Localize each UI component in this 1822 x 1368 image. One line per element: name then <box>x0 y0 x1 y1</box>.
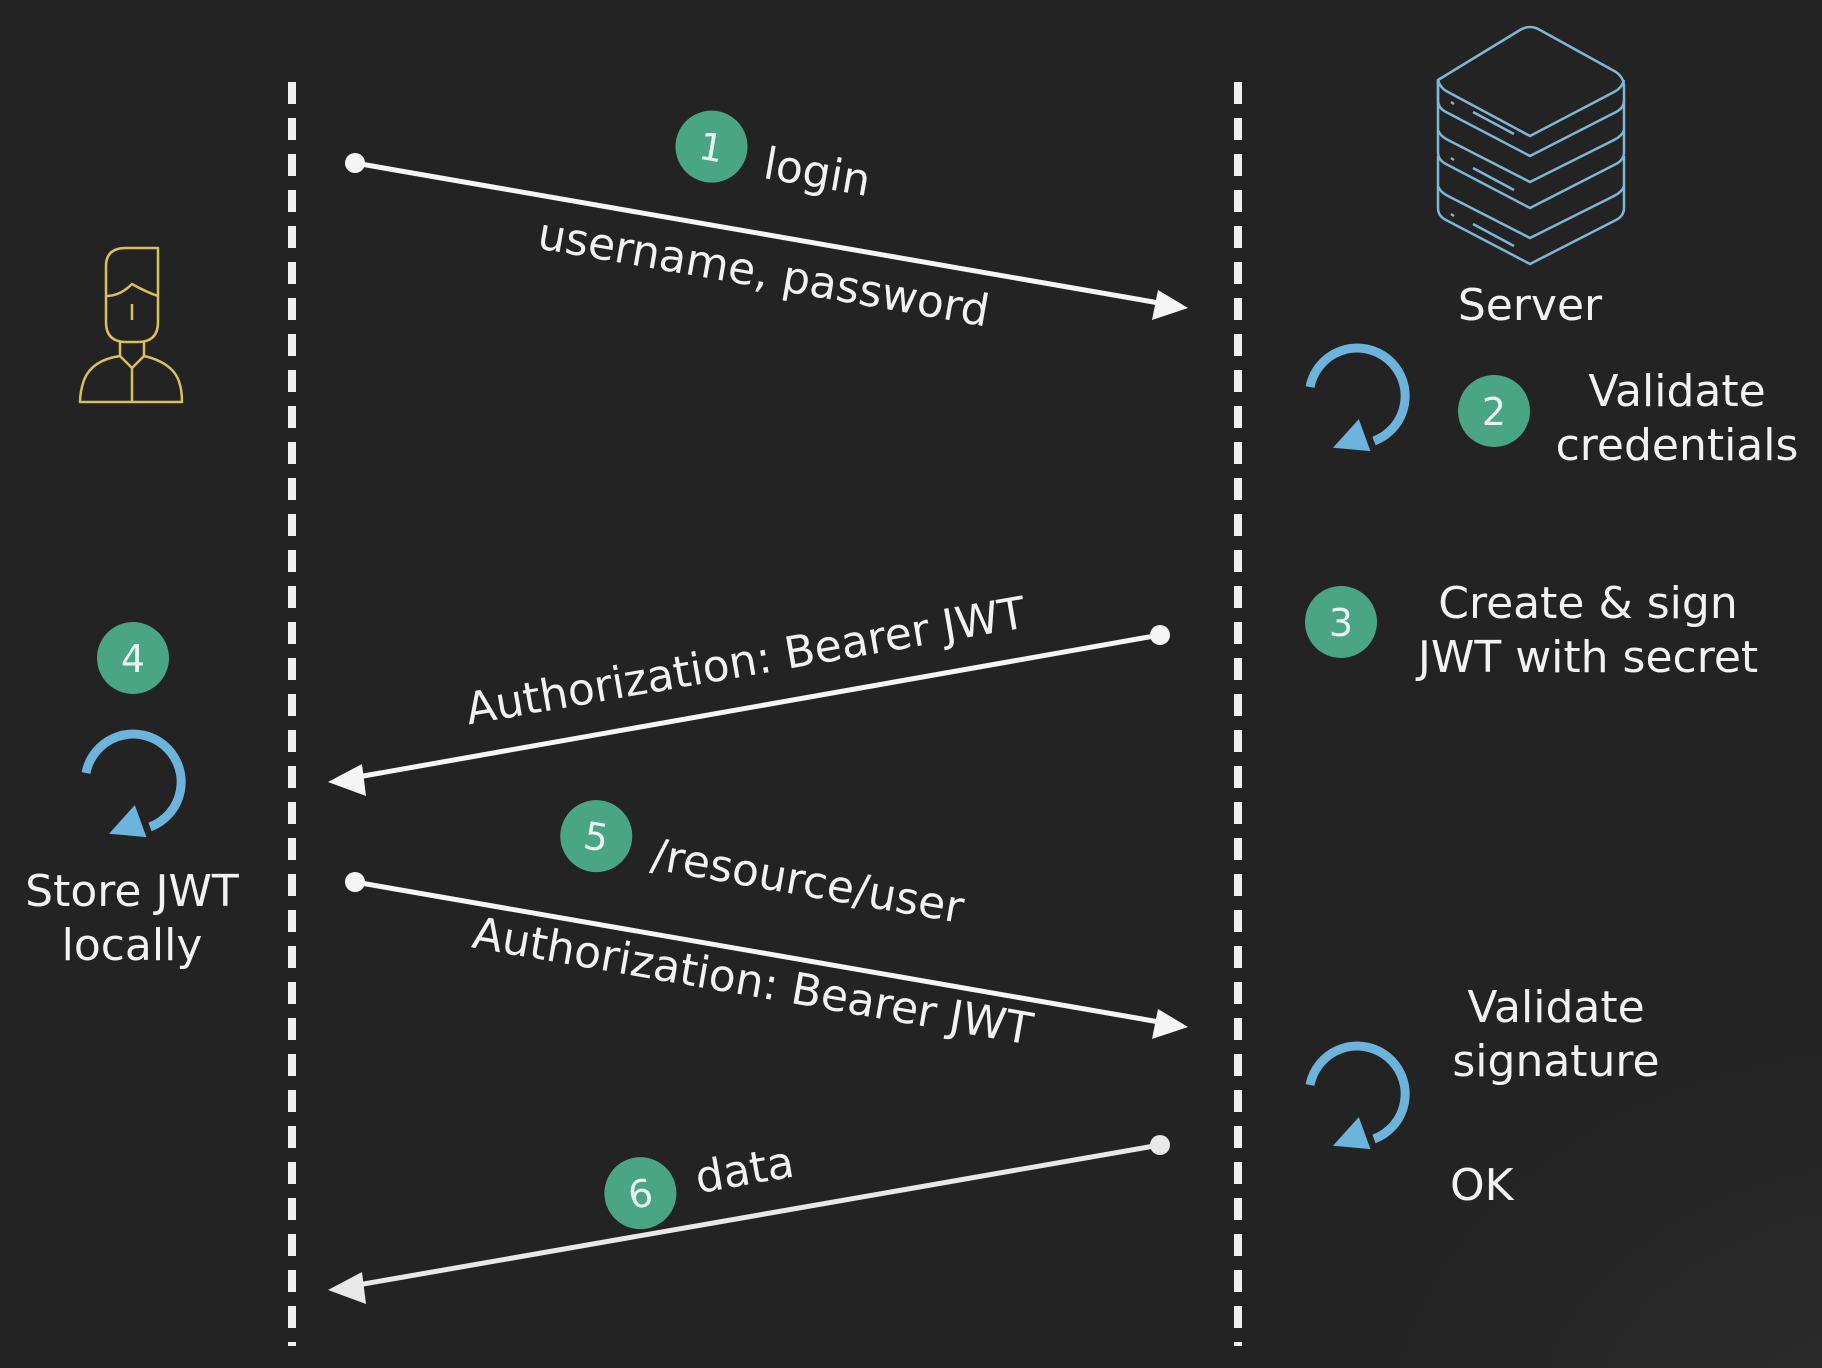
validate-signature-line-1: Validate <box>1467 982 1644 1033</box>
message-3-arrowhead <box>328 764 366 796</box>
step-2-number: 2 <box>1482 390 1506 434</box>
step-5-badge <box>560 800 633 873</box>
message-6-arrow <box>328 1135 1170 1304</box>
store-jwt-line-2: locally <box>62 920 203 971</box>
step-4-number: 4 <box>121 637 145 681</box>
message-1-arrow <box>345 153 1188 320</box>
server-label: Server <box>1458 280 1603 331</box>
validate-signature-line-2: signature <box>1452 1036 1659 1087</box>
message-6-label: data <box>691 1137 797 1204</box>
step-4-badge <box>97 622 169 694</box>
create-sign-line-2: JWT with secret <box>1415 632 1758 683</box>
loop-arrow-icon <box>1305 343 1410 452</box>
message-3-label: Authorization: Bearer JWT <box>462 588 1030 736</box>
message-5-arrowhead <box>1152 1009 1188 1039</box>
message-3-arrow <box>328 625 1170 796</box>
message-5-label: /resource/user <box>648 829 969 934</box>
message-6-arrowhead <box>328 1272 366 1304</box>
validate-signature-result: OK <box>1450 1160 1515 1211</box>
user-icon <box>78 246 184 404</box>
loop-arrow-icon <box>1305 1041 1410 1150</box>
step-3-badge <box>1305 586 1377 658</box>
validate-credentials-line-1: Validate <box>1588 366 1765 417</box>
create-sign-line-1: Create & sign <box>1438 578 1737 629</box>
message-1-arrowhead <box>1152 290 1188 320</box>
message-1-sublabel: username, password <box>534 209 993 338</box>
validate-credentials-line-2: credentials <box>1556 420 1799 471</box>
message-5-arrow <box>345 872 1188 1039</box>
store-jwt-line-1: Store JWT <box>25 866 239 917</box>
message-1-label: login <box>760 138 874 207</box>
server-stack-icon <box>1436 25 1626 266</box>
loop-arrow-icon <box>81 729 186 838</box>
step-3-number: 3 <box>1329 601 1353 645</box>
step-6-badge <box>604 1157 677 1230</box>
step-1-badge <box>675 110 748 183</box>
step-2-badge <box>1458 375 1530 447</box>
